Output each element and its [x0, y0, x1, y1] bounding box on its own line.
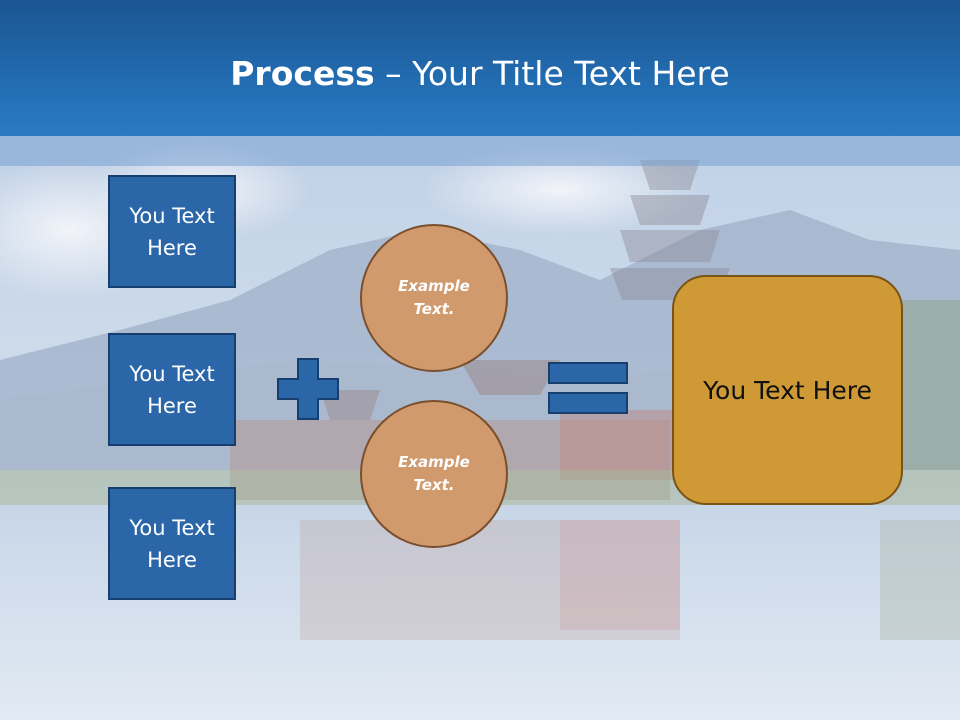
plus-icon	[277, 358, 339, 420]
slide-title: Process – Your Title Text Here	[0, 50, 960, 98]
title-bold: Process	[230, 54, 375, 93]
title-separator: –	[374, 54, 413, 93]
text-box-2: You Text Here	[108, 333, 236, 446]
header-band	[0, 0, 960, 136]
header-strip	[0, 136, 960, 166]
example-circle-2: Example Text.	[360, 400, 508, 548]
equals-icon	[548, 362, 628, 414]
title-rest: Your Title Text Here	[412, 54, 730, 93]
text-box-1: You Text Here	[108, 175, 236, 288]
result-box: You Text Here	[672, 275, 903, 505]
text-box-3: You Text Here	[108, 487, 236, 600]
example-circle-1: Example Text.	[360, 224, 508, 372]
